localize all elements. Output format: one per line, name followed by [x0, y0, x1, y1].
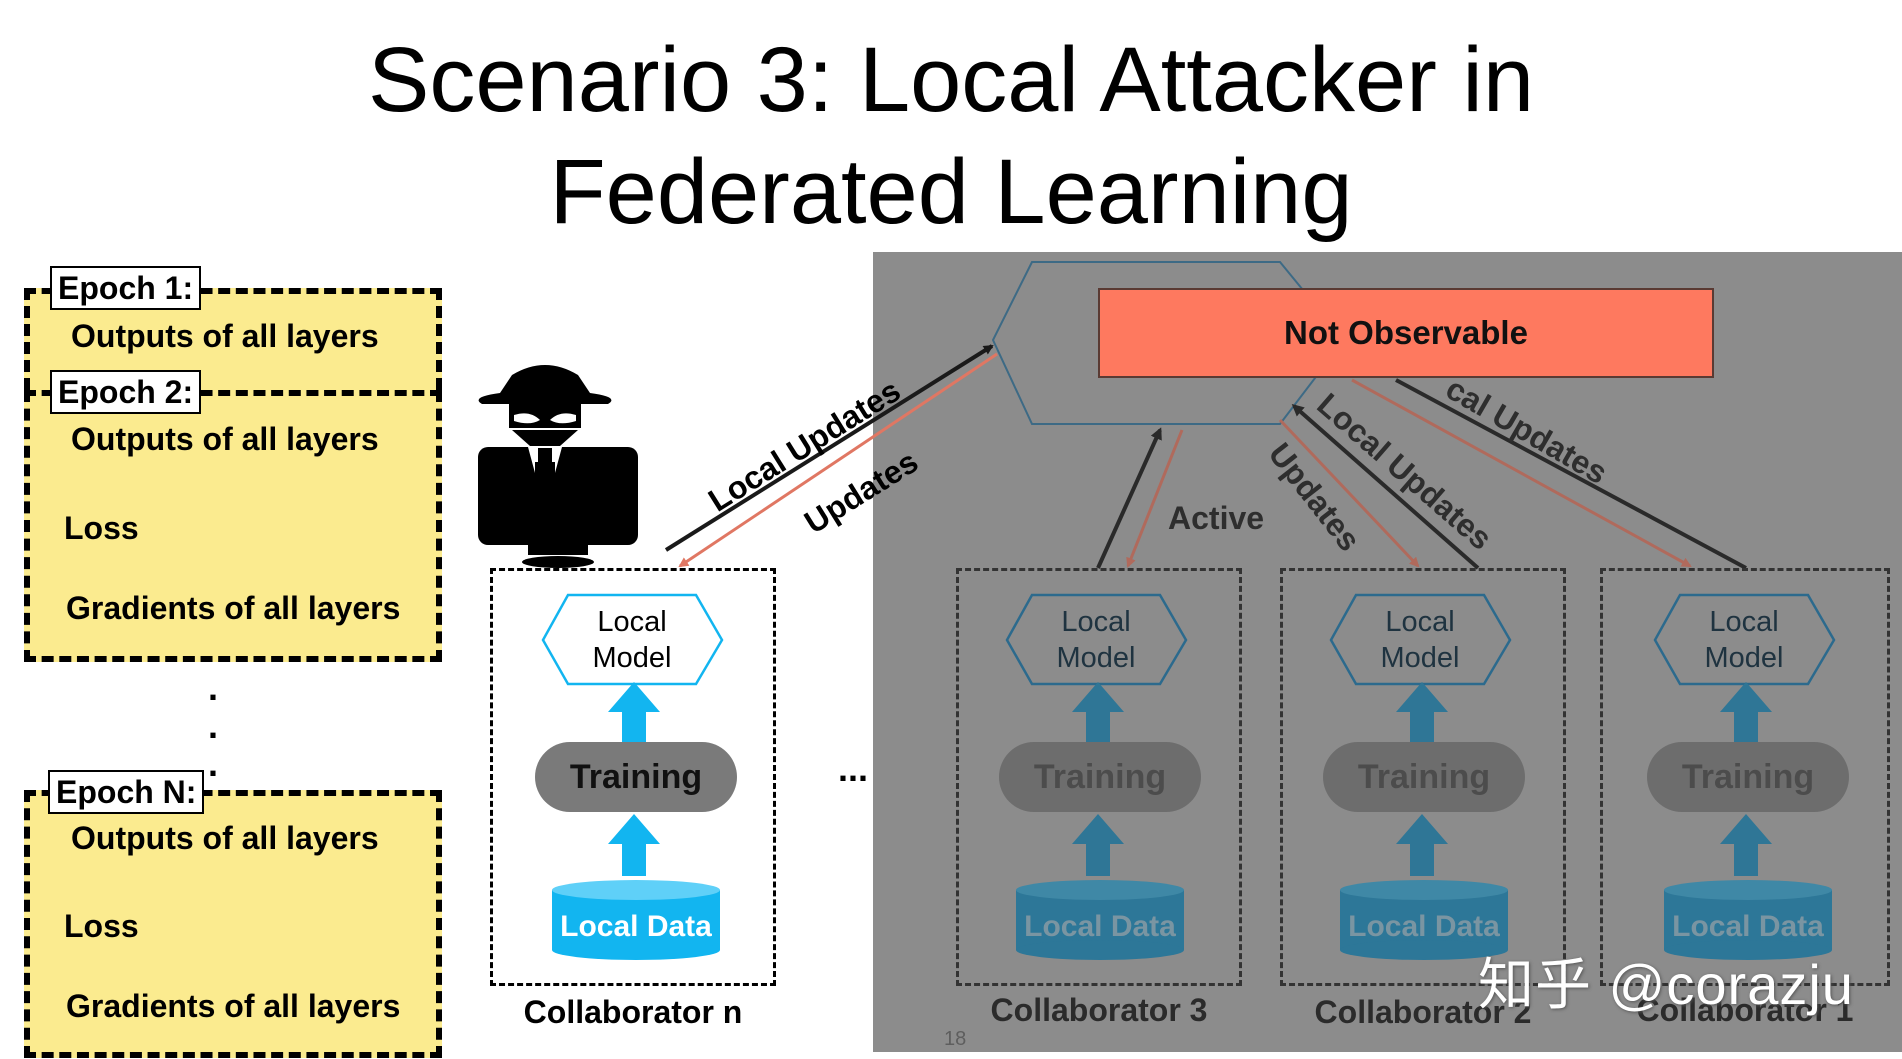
page-number: 18: [944, 1028, 967, 1050]
slide-title-line1: Scenario 3: Local Attacker in: [368, 29, 1534, 131]
collab-3-model-line1: Local: [1061, 606, 1131, 638]
collab-n-name: Collaborator n: [523, 994, 743, 1030]
epoch-2-outputs: Outputs of all layers: [71, 421, 379, 457]
collab-n-arrow-up-training: [608, 814, 660, 876]
vertical-dot-1: .: [208, 667, 219, 708]
collaborator-3-box: [956, 568, 1242, 986]
collab-n-model-line2: Model: [592, 642, 672, 674]
collab-2-training: Training: [1323, 742, 1525, 812]
epoch-2-loss: Loss: [64, 510, 139, 546]
collab-1-model-line1: Local: [1709, 606, 1779, 638]
collab-3-name: Collaborator 3: [990, 992, 1208, 1028]
vertical-dot-3: .: [208, 743, 219, 784]
watermark: 知乎 @corazju: [1478, 953, 1854, 1016]
collab-2-name: Collaborator 2: [1314, 994, 1532, 1030]
collab-3-model-line2: Model: [1056, 642, 1136, 674]
collaborator-1-box: [1600, 568, 1890, 986]
epoch-n-gradients: Gradients of all layers: [66, 988, 401, 1024]
slide-title-line2: Federated Learning: [549, 141, 1353, 243]
collab-n-arrow-up-model: [608, 682, 660, 742]
collab-2-data: Local Data: [1348, 910, 1500, 943]
collab-3-training: Training: [999, 742, 1201, 812]
epoch-1-label: Epoch 1:: [50, 266, 202, 310]
epoch-2-box: [24, 390, 442, 662]
epoch-1-outputs: Outputs of all layers: [71, 318, 379, 354]
attacker-icon: [478, 365, 638, 568]
collab-n-data-cylinder: [552, 880, 720, 960]
server-hexagon: [991, 261, 1346, 425]
collab-2-model-line2: Model: [1380, 642, 1460, 674]
label-active: Active: [1168, 500, 1265, 536]
not-observable-box: Not Observable: [1098, 288, 1714, 378]
collab-1-model-line2: Model: [1704, 642, 1784, 674]
epoch-n-label: Epoch N:: [48, 770, 205, 814]
collab-n-data: Local Data: [560, 910, 712, 943]
epoch-2-label: Epoch 2:: [50, 370, 202, 414]
collab-3-data: Local Data: [1024, 910, 1176, 943]
collaborator-2-box: [1280, 568, 1566, 986]
collab-2-model-line1: Local: [1385, 606, 1455, 638]
epoch-n-box: [24, 790, 442, 1058]
collab-n-model-hexagon: [541, 593, 724, 686]
collab-n-model-line1: Local: [597, 606, 667, 638]
collaborator-ellipsis: ...: [838, 748, 869, 789]
collab-n-training: Training: [535, 742, 737, 812]
collab-1-training: Training: [1647, 742, 1849, 812]
collab-1-data: Local Data: [1672, 910, 1824, 943]
epoch-n-loss: Loss: [64, 908, 139, 944]
collaborator-n-box: [490, 568, 776, 986]
vertical-dot-2: .: [208, 705, 219, 746]
epoch-n-outputs: Outputs of all layers: [71, 820, 379, 856]
collab-1-name: Collaborator 1: [1636, 992, 1854, 1028]
epoch-2-gradients: Gradients of all layers: [66, 590, 401, 626]
